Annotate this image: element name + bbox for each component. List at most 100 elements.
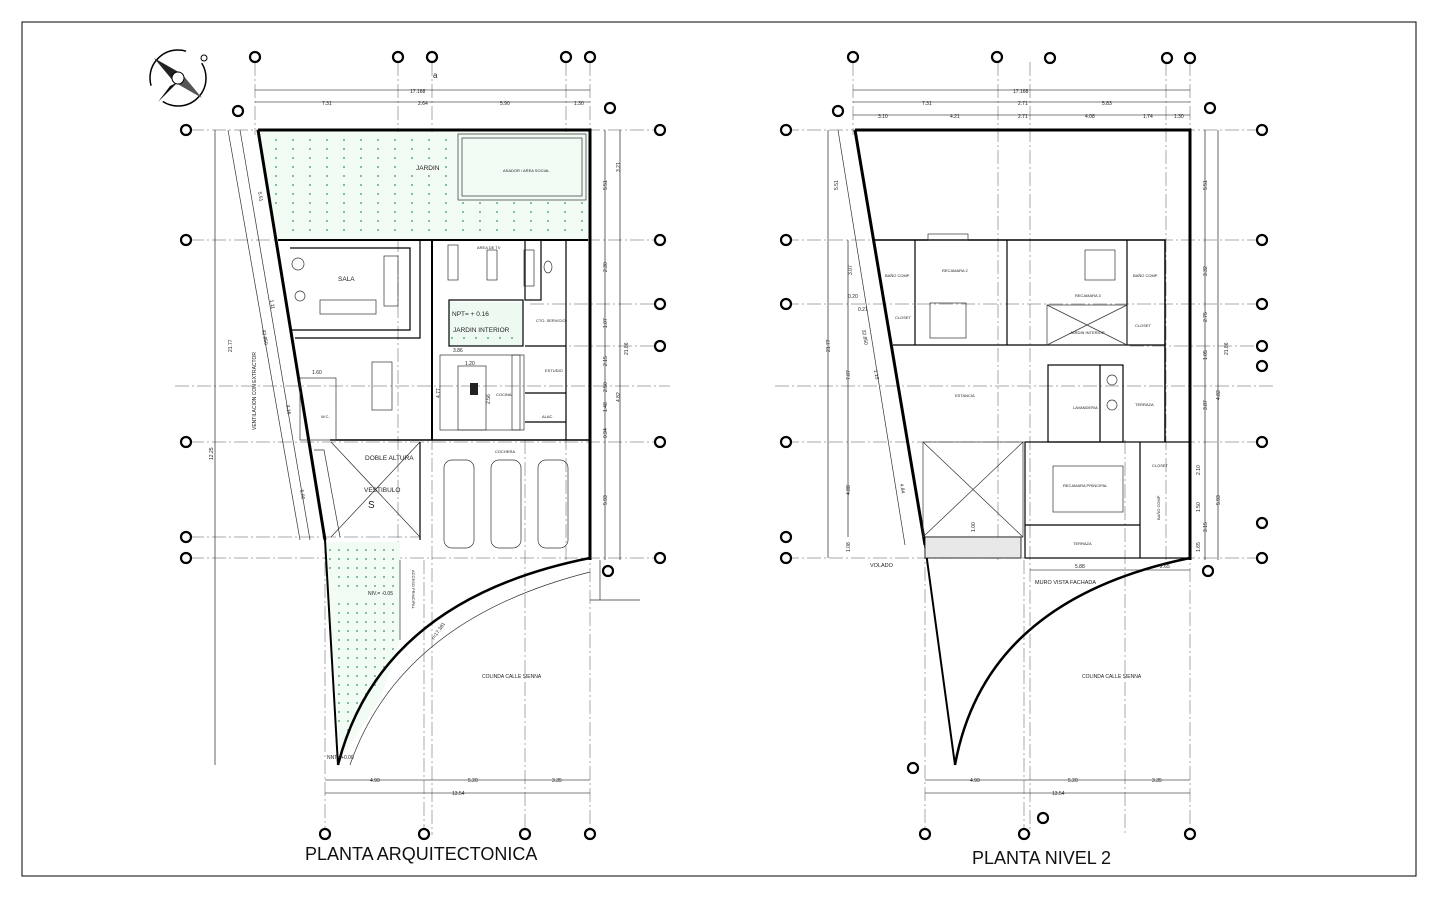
- plant-mark: [309, 166, 311, 168]
- grid-bubble: [1160, 51, 1174, 65]
- grid-bubble: [1255, 297, 1269, 311]
- plant-mark: [496, 202, 498, 204]
- garden-plant-pattern: [275, 139, 583, 731]
- grid-bubble: [417, 827, 431, 841]
- room-label: RECAMARA PRINCIPAL: [1063, 483, 1108, 488]
- dim-label: 3.86: [453, 348, 463, 354]
- room-label: VESTIBULO: [364, 487, 400, 494]
- plant-mark: [356, 549, 358, 551]
- grid-bubble: [248, 50, 262, 64]
- plant-mark: [343, 139, 345, 141]
- plant-mark: [326, 139, 328, 141]
- plant-mark: [374, 630, 376, 632]
- dim-label: 21.86: [1224, 342, 1230, 355]
- dim-label: 7.31: [922, 101, 932, 107]
- plant-mark: [394, 139, 396, 141]
- plant-mark: [326, 184, 328, 186]
- plant-mark: [326, 202, 328, 204]
- plant-mark: [462, 202, 464, 204]
- dim-label: 12.25: [209, 447, 215, 460]
- dimension-labels: 17.168 7.31 2.71 5.83 3.10 4.21 2.71 4.0…: [826, 89, 1230, 797]
- room-label: ESTANCIA: [955, 393, 975, 398]
- plant-mark: [377, 139, 379, 141]
- plant-mark: [496, 211, 498, 213]
- plant-mark: [377, 229, 379, 231]
- plant-mark: [356, 702, 358, 704]
- plant-mark: [383, 648, 385, 650]
- bed-icon: [1052, 465, 1124, 513]
- plant-mark: [479, 220, 481, 222]
- plant-mark: [428, 139, 430, 141]
- plant-mark: [347, 621, 349, 623]
- garden-area: [258, 132, 588, 240]
- plant-mark: [394, 202, 396, 204]
- grid-bubble: [653, 551, 667, 565]
- dim-label: 2.64: [418, 101, 428, 107]
- plant-mark: [356, 603, 358, 605]
- plant-mark: [428, 229, 430, 231]
- plant-mark: [445, 193, 447, 195]
- dim-label: 1.11: [268, 299, 276, 309]
- dim-label: 2.71: [1018, 114, 1028, 120]
- north-arrow-icon: [149, 49, 208, 107]
- plant-mark: [338, 576, 340, 578]
- plant-mark: [365, 567, 367, 569]
- plant-mark: [475, 337, 477, 339]
- room-label: BAÑO COMP: [885, 273, 910, 278]
- dim-label: 17.168: [1013, 89, 1029, 95]
- plant-mark: [411, 193, 413, 195]
- plant-mark: [365, 621, 367, 623]
- grid-bubble: [653, 123, 667, 137]
- grid-bubble: [1203, 101, 1217, 115]
- plant-mark: [356, 630, 358, 632]
- grid-bubble: [179, 123, 193, 137]
- plant-mark: [445, 229, 447, 231]
- dim-label: 3.07: [848, 265, 854, 275]
- grid-bubble: [559, 50, 573, 64]
- car-icon: [443, 459, 475, 549]
- sofa-icon: [523, 249, 535, 287]
- plant-mark: [347, 549, 349, 551]
- room-label: LAVANDERIA: [1073, 405, 1098, 410]
- dim-label: 5.51: [256, 191, 264, 202]
- dim-label: 3.21: [616, 162, 622, 172]
- plant-mark: [394, 184, 396, 186]
- plant-mark: [356, 585, 358, 587]
- counter-icon: [447, 244, 459, 281]
- plan-title: PLANTA NIVEL 2: [972, 848, 1111, 868]
- grid-bubble: [603, 101, 617, 115]
- plant-mark: [360, 166, 362, 168]
- car-icon: [537, 459, 569, 549]
- plant-mark: [365, 666, 367, 668]
- dim-label: 13.54: [1052, 791, 1065, 797]
- plant-mark: [428, 220, 430, 222]
- plant-mark: [428, 157, 430, 159]
- plant-mark: [365, 630, 367, 632]
- grid-bubble: [518, 827, 532, 841]
- plant-mark: [338, 666, 340, 668]
- plant-mark: [338, 702, 340, 704]
- plant-mark: [343, 220, 345, 222]
- plant-mark: [365, 684, 367, 686]
- dim-label: 1.60: [312, 370, 322, 376]
- plant-mark: [377, 166, 379, 168]
- dim-label: 4.82: [1216, 390, 1222, 400]
- plant-mark: [275, 184, 277, 186]
- plant-mark: [411, 139, 413, 141]
- plant-mark: [338, 675, 340, 677]
- plant-mark: [292, 139, 294, 141]
- room-label: COCHERA: [495, 449, 515, 454]
- room-label: COLINDA CALLE SIENNA: [1082, 674, 1142, 680]
- plant-mark: [365, 657, 367, 659]
- plant-mark: [338, 684, 340, 686]
- room-label: W.C.: [321, 414, 330, 419]
- plant-mark: [338, 720, 340, 722]
- room-label: ESTUDIO: [545, 368, 563, 373]
- plant-mark: [392, 603, 394, 605]
- plant-mark: [347, 576, 349, 578]
- dim-label: 32.850: [860, 329, 869, 345]
- grid-bubble: [601, 564, 615, 578]
- plan-arquitectonica: 17.168 7.31 2.64 5.90 1.30 4.99 5.20 3.3…: [149, 49, 670, 864]
- room-label: TERRAZA: [1135, 402, 1154, 407]
- dim-label: r=17.381: [431, 621, 447, 641]
